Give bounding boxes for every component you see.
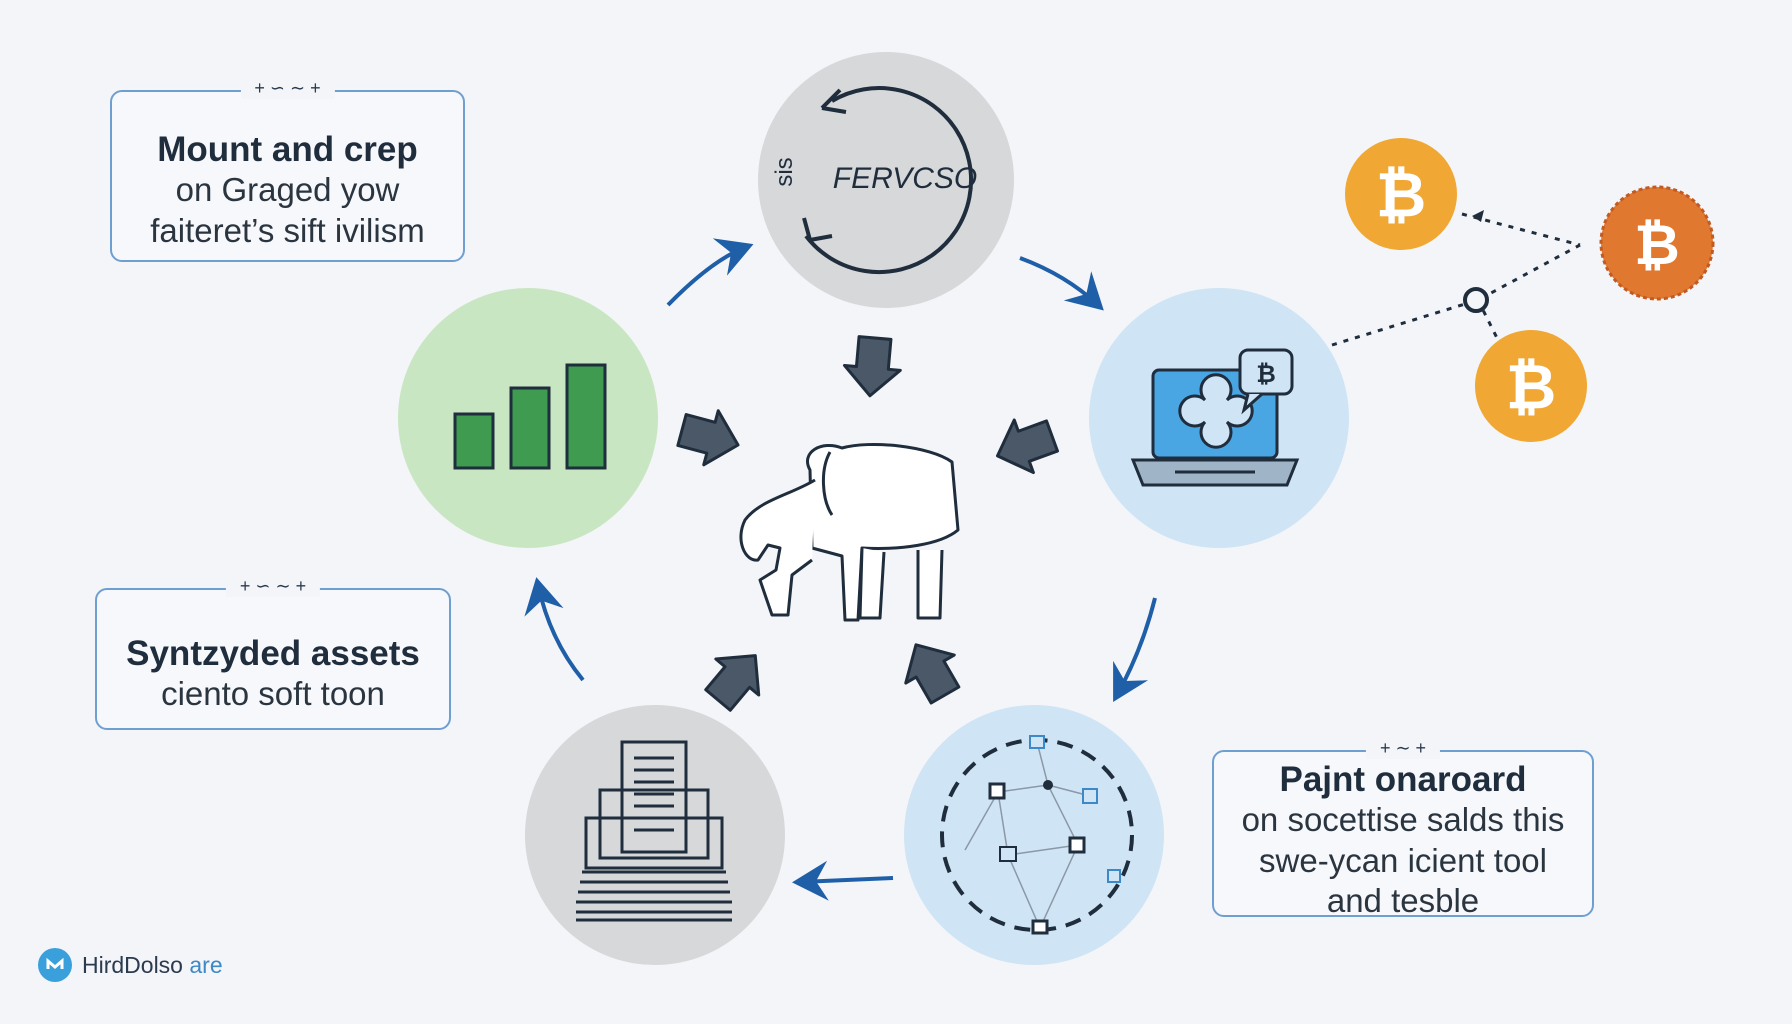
coin-network <box>1331 210 1581 347</box>
arrow-in-left <box>676 409 740 467</box>
network-graph-icon <box>964 741 1091 929</box>
bar-chart-icon <box>453 363 607 470</box>
brand-watermark: HirdDolso are <box>38 948 223 982</box>
callout-line: ciento soft toon <box>161 675 385 713</box>
arrow-laptop-to-network <box>1113 597 1157 702</box>
inward-arrows <box>676 335 1059 712</box>
callout-line: on socettise salds this <box>1241 801 1565 839</box>
arrow-in-bottom-left <box>704 654 761 712</box>
callout-top-left: + ∽ ∼ + Mount and crep on Graged yow fai… <box>110 78 465 262</box>
network-node <box>904 705 1164 965</box>
sparkle-decoration-icon: + ∽ ∼ + <box>225 576 321 597</box>
callout-line: faiteret’s sift ivilism <box>150 211 425 249</box>
arrow-records-to-analytics <box>524 577 585 682</box>
analytics-node <box>398 288 658 548</box>
callout-bottom-right: + ∼ + Pajnt onaroard on socettise salds … <box>1212 738 1594 919</box>
callout-line: swe-ycan icient tool <box>1259 841 1547 879</box>
laptop-node: ₿ <box>1089 288 1349 548</box>
sparkle-decoration-icon: + ∽ ∼ + <box>240 78 335 99</box>
coin-link-main <box>1331 243 1581 347</box>
arrow-in-right <box>995 418 1059 475</box>
callout-mid-left: + ∽ ∼ + Syntzyded assets ciento soft too… <box>95 576 451 730</box>
cycle-arrows <box>524 238 1157 901</box>
arrow-in-top <box>842 335 902 398</box>
central-figure-icon <box>739 442 960 622</box>
callout-line: and tesble <box>1326 881 1480 919</box>
process-cycle-label: FERVCSO <box>833 162 977 195</box>
network-hub-node <box>1463 287 1489 313</box>
chat-bubble-icon: ₿ <box>1238 348 1294 415</box>
process-cycle-node: FERVCSO sis <box>758 52 1014 308</box>
brand-logo-icon <box>38 948 72 982</box>
brand-suffix: are <box>182 951 223 978</box>
callout-title: Syntzyded assets <box>126 634 420 673</box>
records-node <box>525 705 785 965</box>
chat-bubble-symbol: ₿ <box>1256 361 1276 388</box>
process-cycle-side-text: sis <box>771 157 798 186</box>
arrow-analytics-to-cycle <box>666 238 754 307</box>
refresh-arc-icon <box>804 86 974 275</box>
callout-line: on Graged yow <box>175 171 400 209</box>
callout-title: Pajnt onaroard <box>1279 760 1527 799</box>
coin-link-top <box>1461 212 1581 247</box>
arrow-in-bottom-right <box>904 643 961 705</box>
sparkle-decoration-icon: + ∼ + <box>1365 738 1441 759</box>
callout-title: Mount and crep <box>157 130 418 169</box>
brand-name: HirdDolso <box>82 951 183 978</box>
document-stack-icon <box>576 740 732 922</box>
arrow-network-to-records <box>792 860 894 901</box>
arrow-cycle-to-laptop <box>1019 256 1104 311</box>
